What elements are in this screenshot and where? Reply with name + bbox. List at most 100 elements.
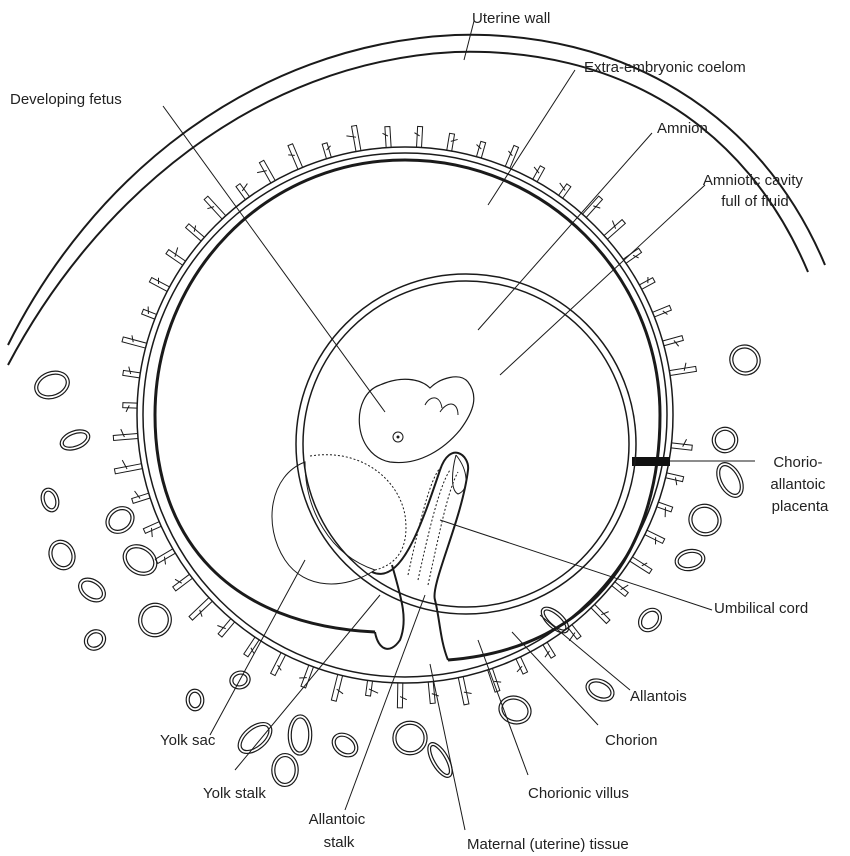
maternal-tissue-blob [708,423,741,456]
maternal-tissue-blob [35,370,70,400]
maternal-tissue-blob [117,539,162,582]
maternal-tissue-blob [582,675,617,706]
chorionic-villus [217,619,234,637]
label-allantoic-stalk: Allantoic stalk [309,811,370,851]
chorionic-villus [244,637,259,657]
chorionic-villus [533,166,545,182]
chorionic-villus [397,683,406,708]
labels: Uterine wall Extra-embryonic coelom Deve… [10,10,830,853]
chorionic-villus [671,439,692,450]
chorionic-villus [653,305,672,316]
chorionic-villus [122,335,147,348]
chorionic-villus [236,184,250,200]
chorionic-villus [666,473,684,485]
maternal-tissue-blob [291,718,309,752]
chorionic-villus [543,642,555,658]
chorionic-villus [271,653,286,676]
chorionic-villus [516,657,528,674]
maternal-tissue-blob [495,692,535,728]
chorionic-villus [132,491,150,503]
chorionic-villus [591,604,610,623]
chorionic-villus [155,549,175,565]
maternal-tissue-blob [101,501,140,539]
chorionic-villus [186,224,205,241]
chorionic-villus [505,145,518,168]
maternal-tissue-blob [38,486,61,514]
maternal-tissue-blob [423,739,457,781]
maternal-tissue-blob [683,498,727,541]
label-allantois: Allantois [630,688,687,705]
chorionic-villus [458,677,471,705]
chorionic-villus [582,196,602,217]
chorionic-villus [669,363,696,376]
chorionic-villus [383,126,392,147]
maternal-tissue-blob [586,679,613,702]
chorionic-villus [204,196,226,219]
maternal-tissue-blob [715,462,744,497]
chorionic-villus [288,144,303,170]
maternal-tissue-blob [332,733,358,758]
chorionic-villus [331,674,343,701]
chorionic-villus [476,141,485,158]
chorionic-villus [604,220,625,240]
umbilical-cord [372,453,468,660]
chorionic-villus [143,522,161,537]
maternal-tissue-blob [74,573,110,607]
maternal-tissue-blob [396,724,425,752]
chorionic-villi [113,125,696,707]
chorionic-villus [123,403,138,412]
label-amnion: Amnion [657,120,708,137]
label-chorion: Chorion [605,732,658,749]
chorionic-villus [189,598,212,620]
chorionic-villus [113,429,138,440]
developing-fetus [359,377,474,494]
label-uterine-wall: Uterine wall [472,10,550,27]
amnion [296,274,636,614]
chorionic-villus [612,582,629,597]
label-chorionic-villus: Chorionic villus [528,785,629,802]
chorionic-villus [114,460,142,474]
chorionic-villus [142,307,157,320]
chorionic-villus [623,248,641,263]
maternal-tissue-blob [57,426,92,454]
maternal-tissue-blob [393,721,428,755]
label-yolk-stalk: Yolk stalk [203,785,266,802]
chorionic-villus [639,277,655,289]
chorionic-villus [257,160,275,183]
maternal-tissue-blob [44,536,79,574]
maternal-tissue-blob [61,430,89,450]
maternal-tissue-blob [48,540,75,570]
label-chorioallantoic-placenta: Chorio- allantoic placenta [770,454,829,515]
maternal-tissue-blob [728,343,762,376]
label-yolk-sac: Yolk sac [160,732,216,749]
chorionic-villus [663,336,684,347]
maternal-tissue-blob [724,339,766,381]
maternal-tissue-blob [31,366,74,403]
label-umbilical-cord: Umbilical cord [714,600,808,617]
chorionic-villus [414,126,422,147]
chorionic-villus [166,247,186,265]
chorionic-villus [322,143,331,159]
label-developing-fetus: Developing fetus [10,91,122,108]
chorionic-villus [366,680,379,696]
maternal-tissue-blob [233,717,278,760]
chorionic-villus [657,502,673,517]
chorionic-villus [346,125,361,151]
maternal-tissue-blob [634,604,666,637]
maternal-tissue-blob [189,692,201,708]
chorionic-villus [645,530,665,544]
chorionic-villus [447,133,458,151]
coelom-boundary [155,160,660,660]
chorionic-villus [173,574,193,591]
chorionic-villus [149,278,169,292]
label-extra-embryonic-coelom: Extra-embryonic coelom [584,59,746,76]
maternal-tissue-blob [328,728,363,761]
maternal-tissue-blob [711,458,748,501]
maternal-tissue-blob [275,756,296,783]
chorioallantoic-placenta-marker [632,457,670,466]
maternal-tissue-blob [80,626,109,655]
maternal-tissue-blob [272,753,299,786]
chorionic-villus [630,557,652,574]
label-maternal-tissue: Maternal (uterine) tissue [467,836,629,853]
